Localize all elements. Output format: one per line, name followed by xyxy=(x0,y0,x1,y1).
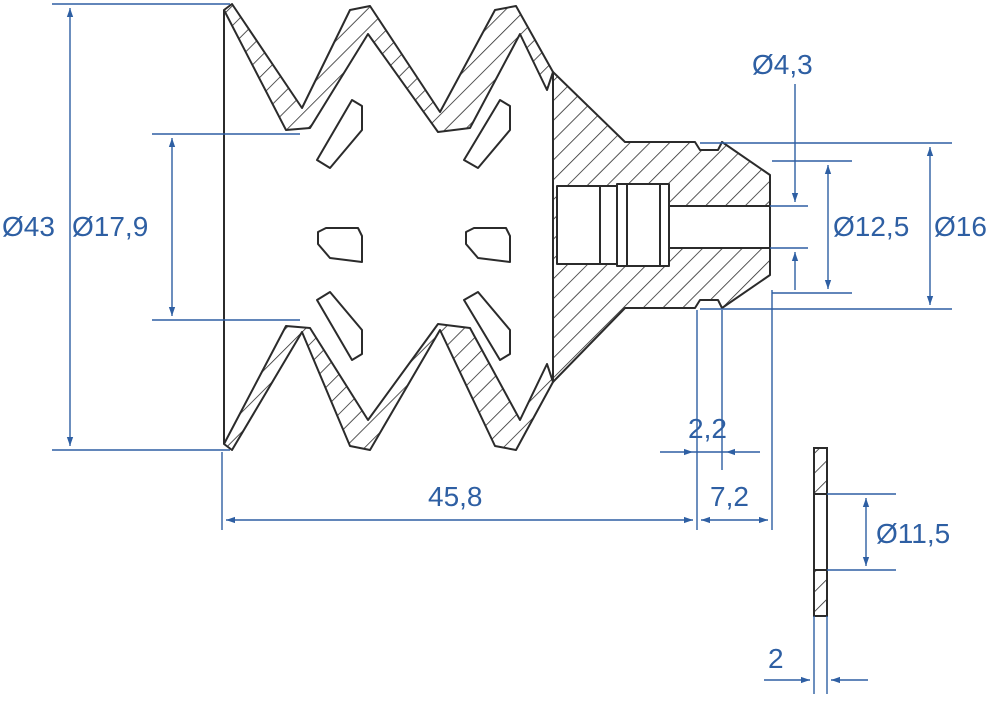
washer-section xyxy=(813,447,828,617)
label-l45-8: 45,8 xyxy=(428,481,483,512)
label-l2-2: 2,2 xyxy=(688,413,727,444)
rib-lower-left xyxy=(316,291,363,361)
bore-step xyxy=(616,183,670,267)
rib-upper-right xyxy=(463,99,511,169)
inner-ribs xyxy=(316,99,511,361)
rib-lower-right xyxy=(463,291,511,361)
rib-upper-left xyxy=(316,99,363,169)
label-t2: 2 xyxy=(768,643,784,674)
label-d16: Ø16 xyxy=(934,211,987,242)
bellows-cup-section xyxy=(223,3,771,451)
label-d4-3: Ø4,3 xyxy=(752,49,813,80)
slot-mid-right xyxy=(465,227,511,263)
label-d17-9: Ø17,9 xyxy=(72,211,148,242)
slot-mid-left xyxy=(317,227,363,263)
label-d43: Ø43 xyxy=(2,211,55,242)
label-d12-5: Ø12,5 xyxy=(833,211,909,242)
bore-small xyxy=(668,205,771,249)
dimension-labels: Ø43 Ø17,9 Ø4,3 Ø12,5 Ø16 2,2 7,2 45,8 Ø1… xyxy=(2,49,987,674)
label-l7-2: 7,2 xyxy=(710,481,749,512)
bore-large xyxy=(556,185,618,265)
label-d11-5: Ø11,5 xyxy=(876,518,950,549)
dimension-lines xyxy=(52,3,952,694)
